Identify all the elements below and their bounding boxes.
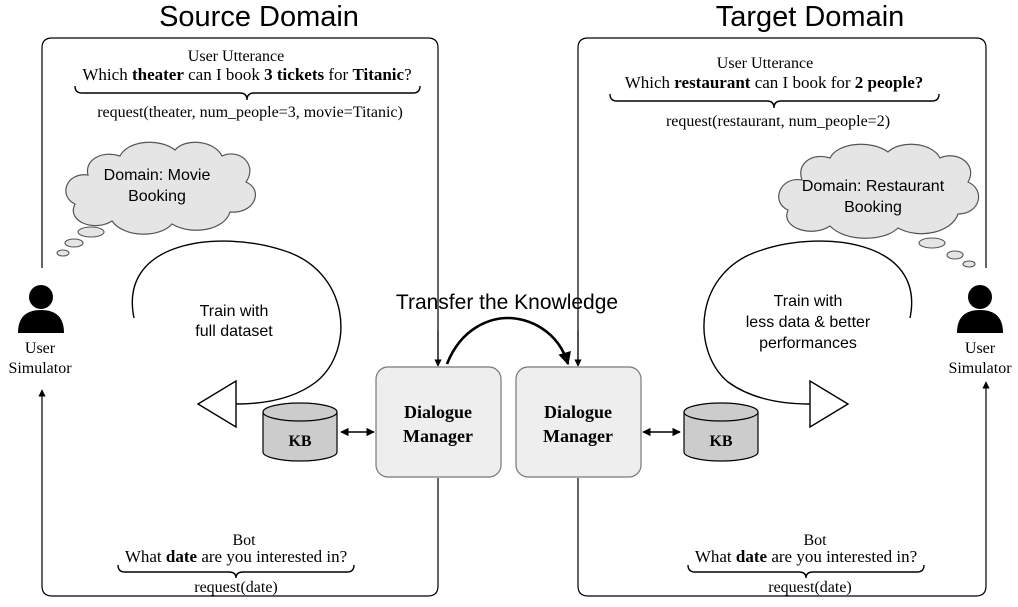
source-user-label-2: Simulator xyxy=(8,360,72,377)
target-kb-label: KB xyxy=(709,433,732,450)
source-cloud-line-2: Booking xyxy=(128,188,186,205)
source-utterance-text: Which theater can I book 3 tickets for T… xyxy=(82,65,411,84)
source-user-label-1: User xyxy=(25,340,56,357)
target-utterance-text: Which restaurant can I book for 2 people… xyxy=(625,73,924,92)
target-domain-cloud xyxy=(778,143,980,268)
target-cloud-line-2: Booking xyxy=(844,199,902,216)
target-train-line-1: Train with xyxy=(774,293,843,310)
transfer-arrow xyxy=(445,316,571,366)
source-training-loop xyxy=(131,240,342,405)
target-bot-part-3: are you interested in? xyxy=(767,547,917,566)
source-frame-top xyxy=(41,37,439,365)
source-utterance-part-7: ? xyxy=(404,65,412,84)
source-training-loop-arrowhead xyxy=(196,379,237,429)
source-kb-cylinder xyxy=(262,402,338,462)
target-bot-brace xyxy=(687,564,925,579)
source-bot-label: Bot xyxy=(232,532,256,549)
target-dm-line-2: Manager xyxy=(543,426,613,446)
target-action: request(restaurant, num_people=2) xyxy=(666,113,890,130)
source-action: request(theater, num_people=3, movie=Tit… xyxy=(97,104,403,121)
source-cloud-line-1: Domain: Movie xyxy=(104,167,211,184)
source-domain-title: Source Domain xyxy=(159,1,359,33)
source-utterance-part-6: Titanic xyxy=(352,65,404,84)
target-training-loop-arrowhead xyxy=(809,379,850,429)
target-bot-utterance: What date are you interested in? xyxy=(695,547,917,566)
target-dm-line-1: Dialogue xyxy=(544,402,612,422)
target-bot-part-1: What xyxy=(695,547,736,566)
source-domain-cloud xyxy=(56,141,257,257)
target-training-loop xyxy=(703,240,913,405)
source-train-line-1: Train with xyxy=(200,303,269,320)
source-utterance-label: User Utterance xyxy=(188,48,284,65)
source-user-icon xyxy=(18,285,64,333)
source-bot-action: request(date) xyxy=(194,579,278,596)
source-dm-line-2: Manager xyxy=(403,426,473,446)
target-utterance-part-4: 2 people? xyxy=(855,73,923,92)
target-frame-top xyxy=(577,37,987,365)
source-utterance-part-5: for xyxy=(324,65,352,84)
target-train-line-2: less data & better xyxy=(746,314,871,331)
target-dialogue-manager xyxy=(515,366,642,478)
source-dm-line-1: Dialogue xyxy=(404,402,472,422)
source-train-line-2: full dataset xyxy=(195,323,273,340)
target-user-label-1: User xyxy=(965,340,996,357)
source-bot-utterance: What date are you interested in? xyxy=(125,547,347,566)
source-utterance-part-4: 3 tickets xyxy=(264,65,324,84)
target-frame-bottom xyxy=(577,390,987,597)
target-utterance-label: User Utterance xyxy=(717,55,813,72)
target-kb-cylinder xyxy=(683,402,759,462)
source-bot-part-1: What xyxy=(125,547,166,566)
target-utterance-part-2: restaurant xyxy=(674,73,751,92)
target-bot-part-2: date xyxy=(736,547,768,566)
source-utterance-part-2: theater xyxy=(132,65,184,84)
target-bot-action: request(date) xyxy=(768,579,852,596)
source-dialogue-manager xyxy=(375,366,502,478)
target-utterance-part-3: can I book for xyxy=(750,73,854,92)
target-user-icon xyxy=(957,285,1003,333)
source-bot-part-3: are you interested in? xyxy=(197,547,347,566)
target-user-label-2: Simulator xyxy=(948,360,1012,377)
source-kb-label: KB xyxy=(288,433,311,450)
source-bot-part-2: date xyxy=(166,547,198,566)
target-cloud-line-1: Domain: Restaurant xyxy=(802,178,945,195)
source-utterance-part-3: can I book xyxy=(184,65,264,84)
target-domain-title: Target Domain xyxy=(716,1,905,33)
target-utterance-brace xyxy=(609,93,940,109)
source-utterance-part-1: Which xyxy=(82,65,132,84)
target-train-line-3: performances xyxy=(759,335,857,352)
target-utterance-part-1: Which xyxy=(625,73,675,92)
source-frame-bottom xyxy=(38,389,439,597)
source-utterance-brace xyxy=(74,85,421,101)
target-bot-label: Bot xyxy=(803,532,827,549)
source-bot-brace xyxy=(117,564,355,579)
transfer-label: Transfer the Knowledge xyxy=(396,291,618,314)
